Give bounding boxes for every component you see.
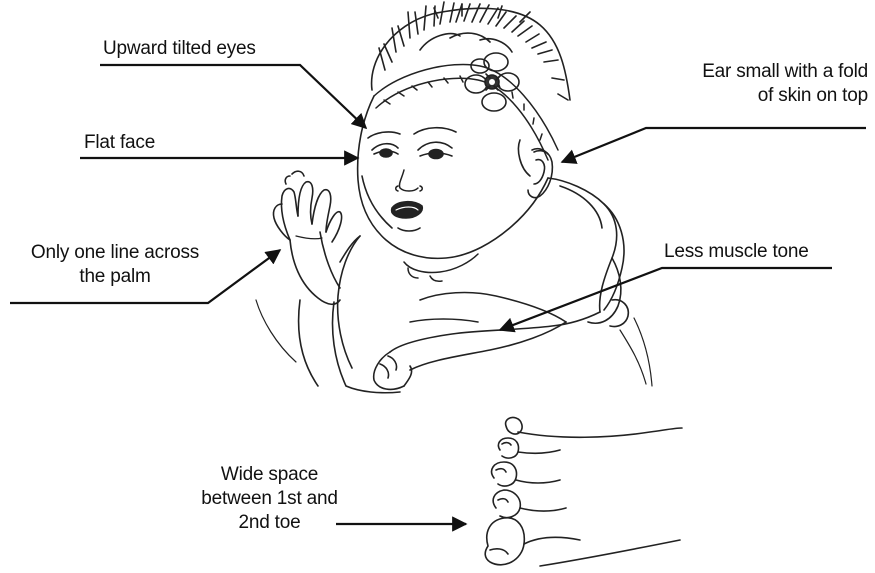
- label-line: Only one line across: [10, 241, 220, 265]
- label-line: 2nd toe: [182, 511, 357, 535]
- label-line: Upward tilted eyes: [103, 37, 256, 61]
- face: [358, 96, 548, 258]
- label-small-ear: Ear small with a fold of skin on top: [610, 60, 868, 108]
- hair: [372, 2, 570, 100]
- label-line: the palm: [10, 265, 220, 289]
- label-line: Ear small with a fold: [610, 60, 868, 84]
- ear: [528, 149, 552, 198]
- body: [299, 178, 621, 393]
- callout-arrow-ear: [562, 128, 866, 162]
- callout-arrow-muscle: [500, 268, 832, 330]
- label-line: between 1st and: [182, 487, 357, 511]
- label-line: Wide space: [182, 463, 357, 487]
- foot-drawing: [485, 417, 682, 566]
- label-palm-line: Only one line across the palm: [10, 241, 220, 289]
- callout-arrow-eyes: [100, 65, 366, 128]
- mouth: [392, 202, 423, 231]
- label-toe-space: Wide space between 1st and 2nd toe: [182, 463, 357, 535]
- label-muscle-tone: Less muscle tone: [664, 240, 809, 264]
- label-upward-tilted-eyes: Upward tilted eyes: [103, 37, 256, 61]
- label-line: of skin on top: [610, 84, 868, 108]
- label-line: Less muscle tone: [664, 240, 809, 264]
- baby-drawing: [256, 2, 652, 393]
- label-flat-face: Flat face: [84, 131, 155, 155]
- nose: [396, 170, 423, 191]
- raised-arm: [273, 171, 360, 304]
- cloth: [256, 300, 652, 386]
- eyes: [368, 128, 456, 159]
- label-line: Flat face: [84, 131, 155, 155]
